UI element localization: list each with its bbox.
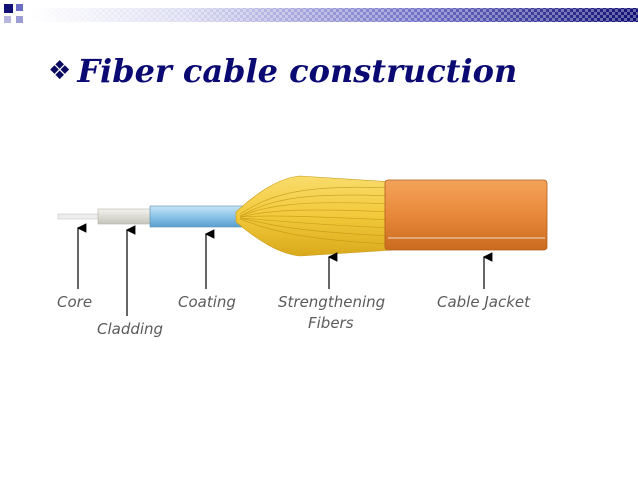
label-coating: Coating [178, 293, 236, 311]
label-core: Core [57, 293, 93, 311]
label-strengthening: Strengthening [278, 293, 386, 311]
coating-segment [149, 205, 245, 228]
title-row: ❖ Fiber cable construction [48, 52, 517, 90]
cable-jacket-segment [384, 179, 548, 251]
corner-squares-decoration [4, 4, 23, 23]
core-segment [57, 213, 103, 220]
label-cable-jacket: Cable Jacket [437, 293, 531, 311]
pointer-arrows [76, 223, 493, 316]
label-fibers: Fibers [308, 314, 354, 332]
label-cladding: Cladding [97, 320, 164, 338]
cladding-segment [97, 208, 155, 225]
diamond-bullet-icon: ❖ [48, 56, 72, 86]
fiber-cable-illustration [57, 175, 548, 257]
slide-title: Fiber cable construction [77, 52, 518, 90]
top-banner [30, 8, 638, 22]
